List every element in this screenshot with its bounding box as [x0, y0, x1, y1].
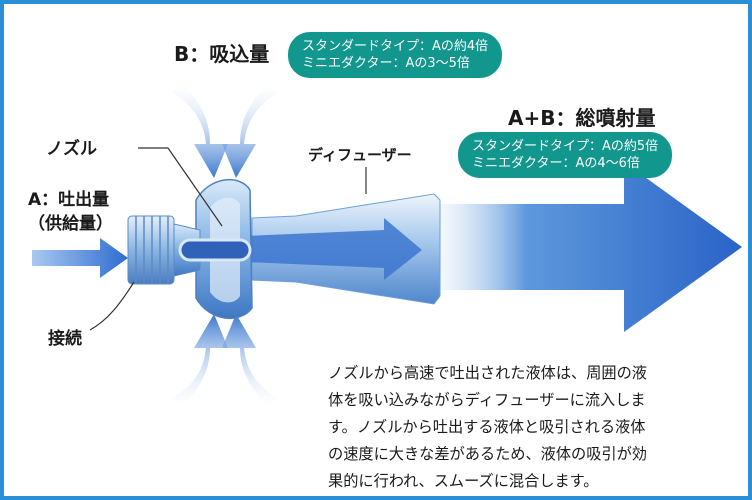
output-flow-arrow — [434, 162, 742, 332]
description-line-1: ノズルから高速で吐出された液体は、周囲の液 — [328, 364, 647, 382]
suction-amount-badge: スタンダードタイプ：Aの約4倍 ミニエダクター：Aの3〜5倍 — [288, 32, 503, 78]
supply-amount-label: A：吐出量 （供給量） — [28, 188, 113, 236]
suction-badge-line-2: ミニエダクター：Aの3〜5倍 — [302, 56, 470, 71]
suction-arrow-top-right — [222, 86, 278, 178]
diffuser-label: ディフューザー — [308, 146, 412, 164]
suction-arrow-bottom-right — [222, 314, 278, 404]
suction-arrow-bottom-left — [172, 314, 228, 404]
nozzle-leader-line — [138, 147, 223, 227]
supply-label-line-2: （供給量） — [28, 214, 113, 234]
total-badge-line-2: ミニエダクター：Aの4〜6倍 — [472, 156, 640, 171]
supply-inlet-arrow — [32, 238, 128, 278]
description-text: ノズルから高速で吐出された液体は、周囲の液 体を吸い込みながらディフューザーに流… — [328, 360, 744, 495]
suction-arrow-top-left — [172, 86, 228, 178]
nozzle-label: ノズル — [46, 139, 97, 159]
connection-label: 接続 — [48, 329, 82, 349]
suction-badge-line-1: スタンダードタイプ：Aの約4倍 — [302, 39, 489, 54]
suction-amount-label: B：吸込量 — [174, 42, 270, 66]
description-line-3: す。ノズルから吐出する液体と吸引される液体 — [328, 418, 646, 436]
description-line-4: の速度に大きな差があるため、液体の吸引が効 — [328, 445, 647, 463]
total-amount-label: A+B：総噴射量 — [508, 106, 656, 130]
diffuser-inner-flow — [244, 218, 422, 280]
nozzle-jet — [178, 238, 252, 262]
connection-leader-line — [89, 281, 135, 331]
description-line-2: 体を吸い込みながらディフューザーに流入しま — [328, 391, 646, 409]
total-amount-badge: スタンダードタイプ：Aの約5倍 ミニエダクター：Aの4〜6倍 — [458, 132, 673, 178]
eductor-illustration — [32, 86, 742, 404]
description-line-5: 果的に行われ、スムーズに混合します。 — [328, 472, 599, 490]
total-badge-line-1: スタンダードタイプ：Aの約5倍 — [472, 139, 659, 154]
supply-label-line-1: A：吐出量 — [28, 190, 110, 210]
